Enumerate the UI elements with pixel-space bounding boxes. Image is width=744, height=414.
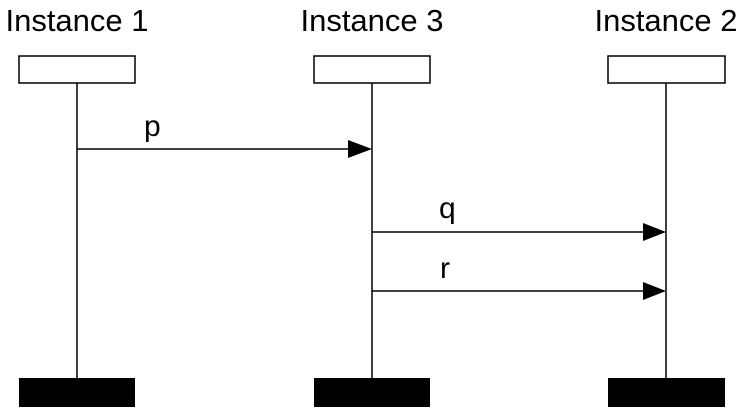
- message-r-label: r: [440, 252, 450, 285]
- message-q-arrowhead: [643, 223, 666, 241]
- instance-3-head: [313, 55, 431, 84]
- instance-3-title: Instance 3: [300, 3, 444, 38]
- instance-3-end: [314, 378, 430, 407]
- message-p-arrowhead: [348, 140, 372, 158]
- instance-2-title: Instance 2: [594, 3, 738, 38]
- instance-2-end: [608, 378, 725, 407]
- instance-1-title: Instance 1: [5, 3, 149, 38]
- message-r-arrowhead: [643, 282, 666, 300]
- message-q-label: q: [439, 192, 456, 225]
- instance-1-head: [18, 55, 136, 84]
- instance-2-head: [607, 55, 726, 84]
- instance-1-end: [19, 378, 135, 407]
- message-p-label: p: [144, 110, 161, 143]
